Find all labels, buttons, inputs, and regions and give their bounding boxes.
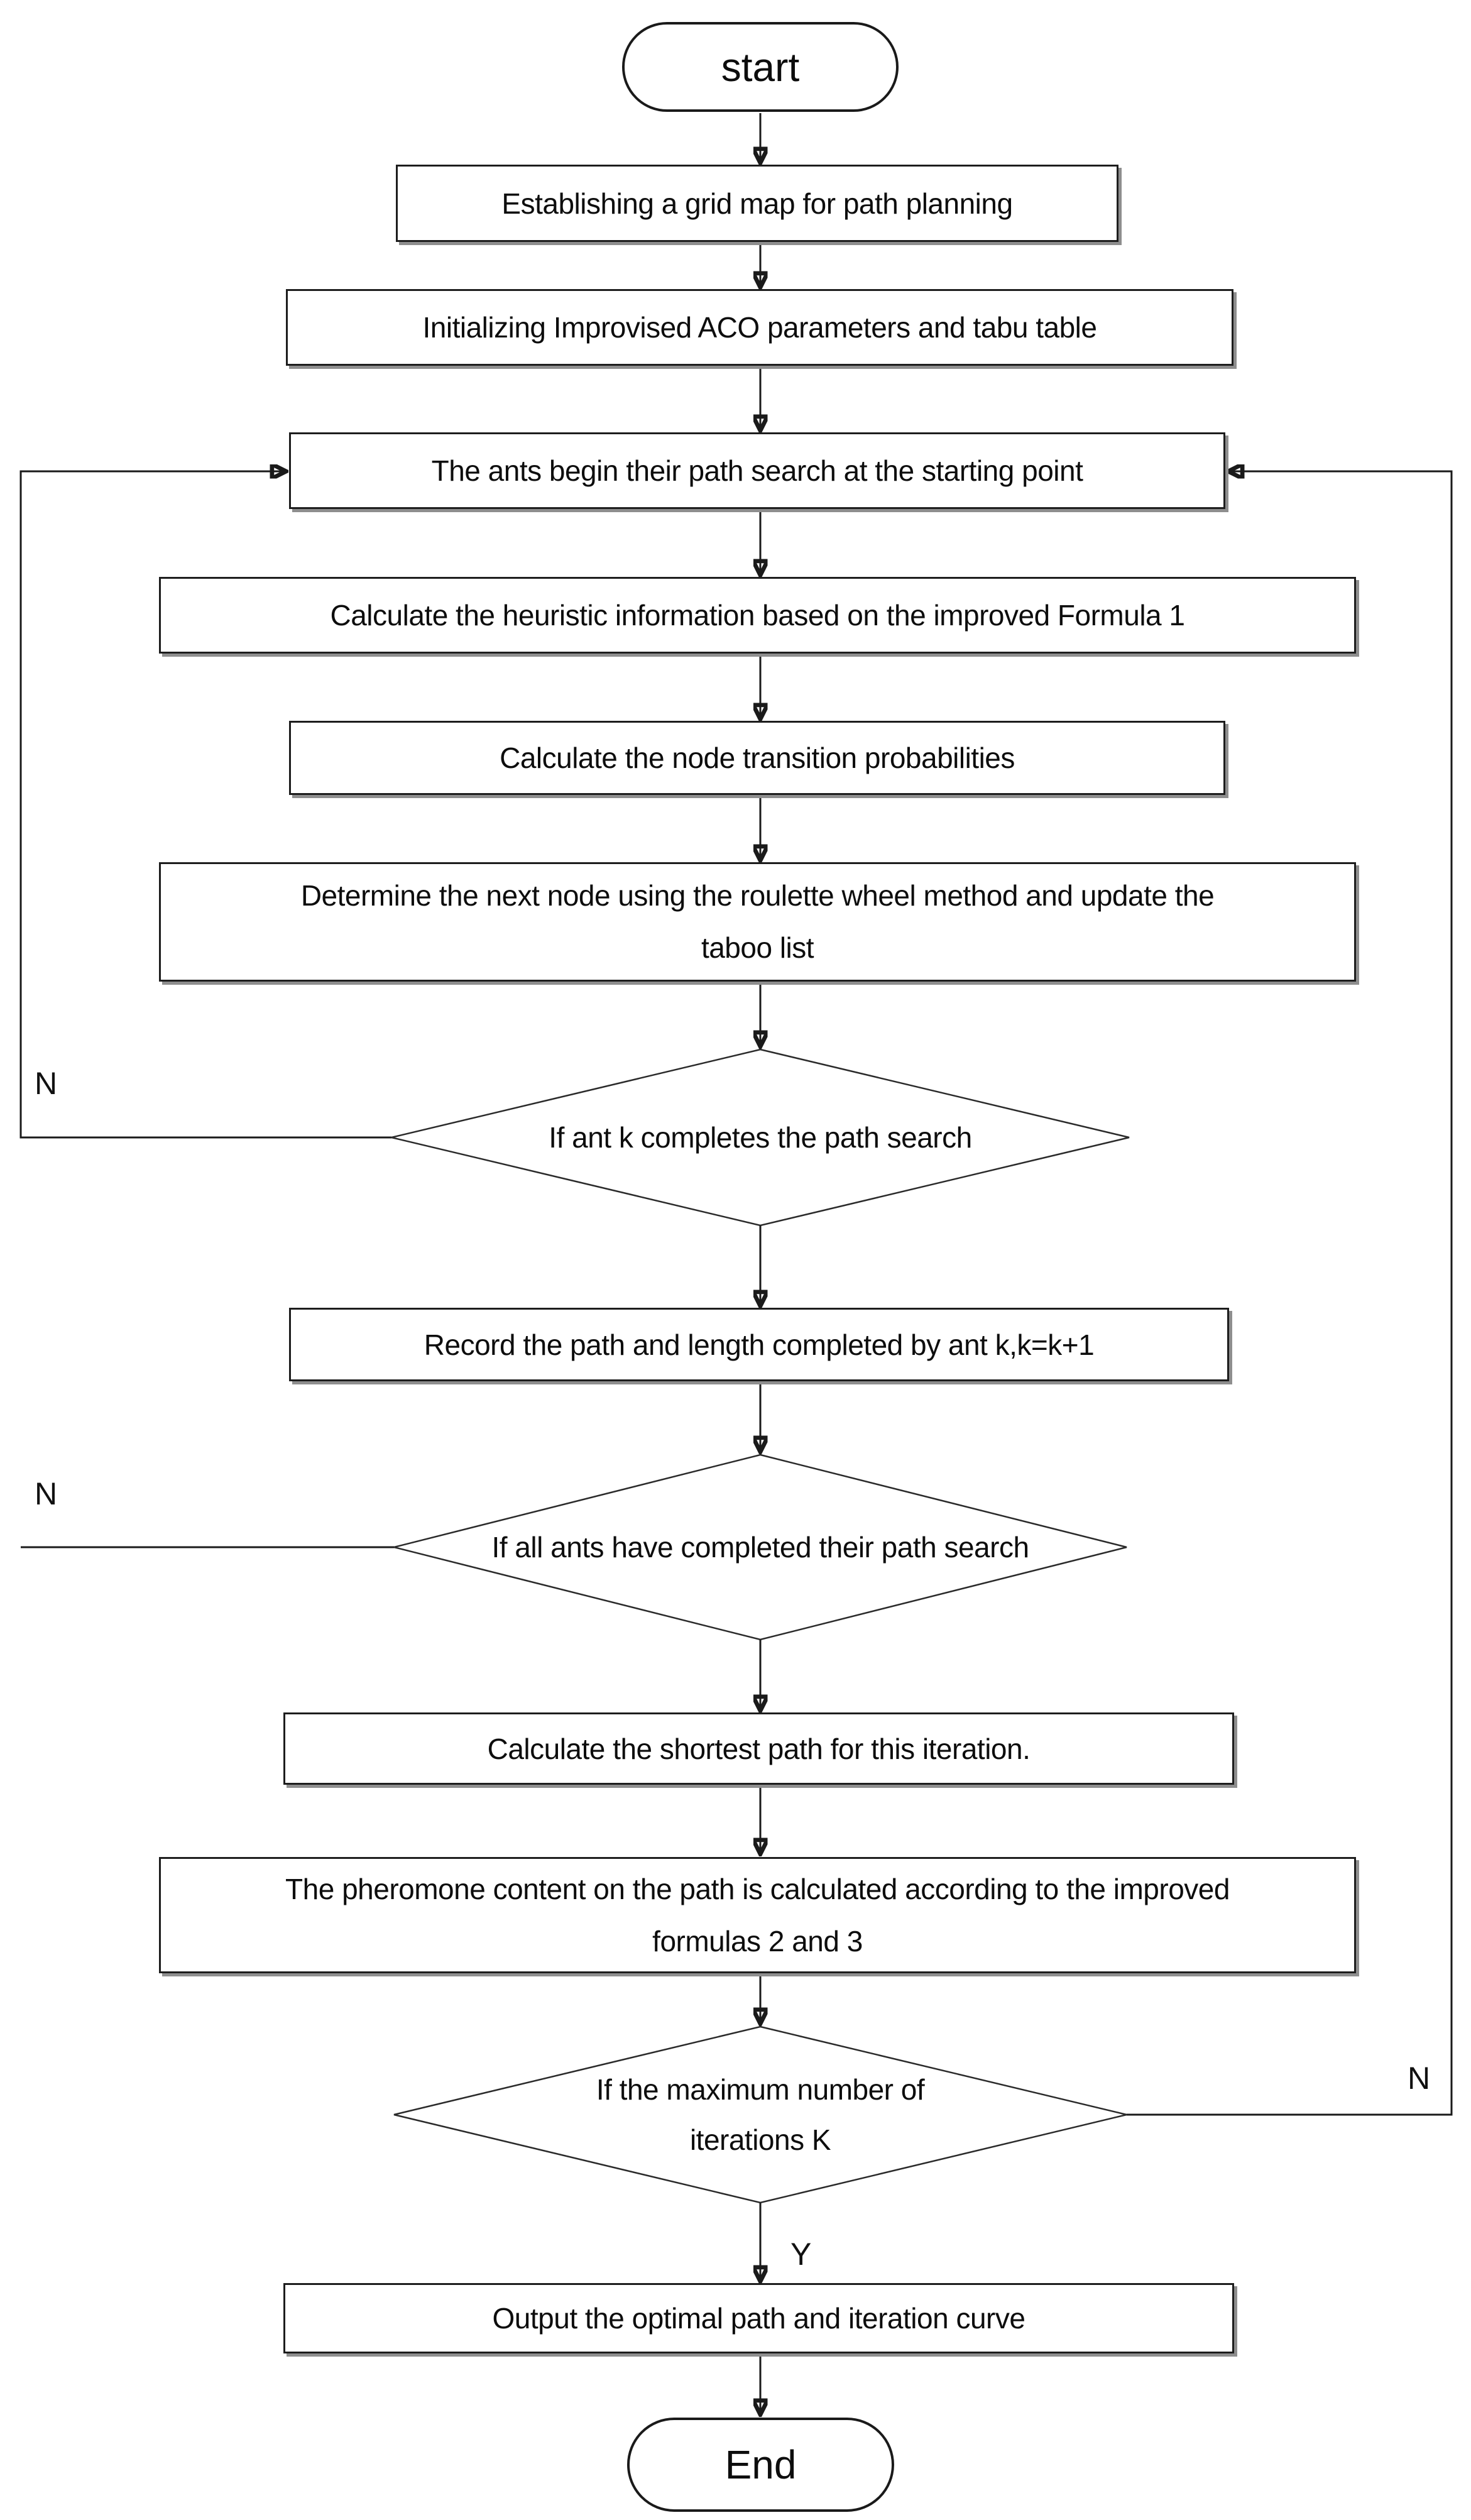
- node-output-label: Output the optimal path and iteration cu…: [492, 2302, 1025, 2335]
- node-shortest-path: Calculate the shortest path for this ite…: [283, 1712, 1234, 1785]
- node-init-params-label: Initializing Improvised ACO parameters a…: [422, 311, 1097, 344]
- node-transition-prob-label: Calculate the node transition probabilit…: [500, 742, 1015, 774]
- node-next-node-label: Determine the next node using the roulet…: [300, 879, 1215, 964]
- node-ants-begin-label: The ants begin their path search at the …: [431, 454, 1083, 487]
- loop-arrow-max-iter-no: [1127, 471, 1453, 2116]
- node-ants-begin: The ants begin their path search at the …: [289, 432, 1225, 509]
- node-all-ants-done-label: If all ants have completed their path se…: [491, 1530, 1029, 1564]
- loop-arrow-ant-k-no: [19, 471, 391, 1139]
- node-grid-map: Establishing a grid map for path plannin…: [396, 165, 1118, 242]
- node-init-params: Initializing Improvised ACO parameters a…: [286, 289, 1233, 366]
- branch-label-max-iter-no: N: [1408, 2061, 1431, 2096]
- node-shortest-path-label: Calculate the shortest path for this ite…: [487, 1732, 1031, 1765]
- node-pheromone-label: The pheromone content on the path is cal…: [285, 1872, 1230, 1958]
- node-record-path: Record the path and length completed by …: [289, 1308, 1229, 1381]
- branch-label-max-iter-yes: Y: [790, 2237, 812, 2272]
- node-end: End: [627, 2418, 894, 2512]
- node-pheromone: The pheromone content on the path is cal…: [159, 1857, 1356, 1973]
- node-end-label: End: [725, 2442, 797, 2487]
- node-max-iterations-label: If the maximum number of iterations K: [596, 2073, 925, 2157]
- node-ant-k-done-label: If ant k completes the path search: [549, 1120, 972, 1154]
- node-heuristic-label: Calculate the heuristic information base…: [330, 599, 1186, 632]
- node-heuristic: Calculate the heuristic information base…: [159, 577, 1356, 654]
- branch-label-all-ants-no: N: [35, 1476, 58, 1511]
- branch-label-ant-k-no: N: [35, 1066, 58, 1101]
- node-start-label: start: [721, 44, 800, 90]
- node-start: start: [622, 22, 899, 112]
- node-output: Output the optimal path and iteration cu…: [283, 2283, 1234, 2353]
- node-record-path-label: Record the path and length completed by …: [424, 1328, 1095, 1361]
- node-transition-prob: Calculate the node transition probabilit…: [289, 721, 1225, 795]
- node-grid-map-label: Establishing a grid map for path plannin…: [501, 187, 1013, 220]
- node-next-node: Determine the next node using the roulet…: [159, 862, 1356, 982]
